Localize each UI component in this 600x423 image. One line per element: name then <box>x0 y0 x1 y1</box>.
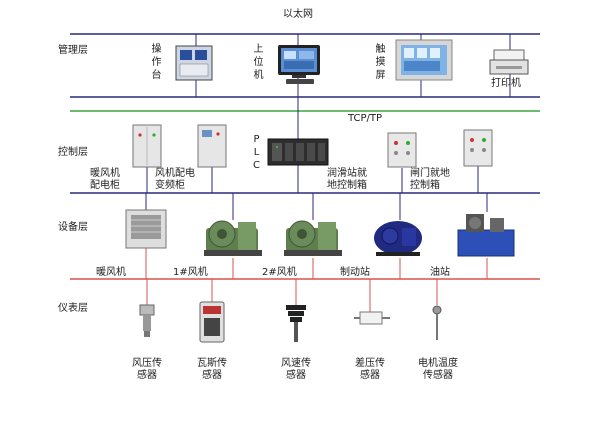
brake-station-label: 制动站 <box>340 267 370 278</box>
layer-label-device: 设备层 <box>58 222 88 233</box>
fan-2-label: 2#风机 <box>262 267 297 278</box>
console-label: 操 作 台 <box>151 44 162 81</box>
lube-control-box-icon <box>387 132 417 168</box>
fan-inverter-label: 风机配电 变频柜 <box>155 168 195 191</box>
wind-speed-sensor-label: 风速传 感器 <box>281 358 311 381</box>
oil-station-icon <box>457 214 515 257</box>
printer-label: 打印机 <box>491 78 521 89</box>
plc-icon <box>267 138 329 166</box>
heater-cabinet-label: 暖风机 配电柜 <box>90 168 120 191</box>
diff-pressure-sensor-icon <box>354 311 390 325</box>
touch-screen-icon <box>395 39 453 81</box>
layer-label-control: 控制层 <box>58 147 88 158</box>
printer-icon <box>489 49 529 75</box>
heater-label: 暖风机 <box>96 267 126 278</box>
plc-label: P L C <box>253 134 260 171</box>
brake-station-icon <box>374 221 422 256</box>
heater-icon <box>125 209 167 249</box>
gas-sensor-label: 瓦斯传 感器 <box>197 358 227 381</box>
layer-label-management: 管理层 <box>58 45 88 56</box>
heater-cabinet-icon <box>132 124 162 168</box>
air-pressure-sensor-label: 风压传 感器 <box>132 358 162 381</box>
fan-inverter-cabinet-icon <box>197 124 227 168</box>
motor-temp-sensor-label: 电机温度 传感器 <box>418 358 458 381</box>
wind-speed-sensor-icon <box>286 305 306 342</box>
fan-1-icon <box>204 220 262 256</box>
host-label: 上 位 机 <box>253 44 264 81</box>
console-icon <box>175 45 213 81</box>
fan-1-label: 1#风机 <box>173 267 208 278</box>
fan-2-icon <box>284 220 342 256</box>
touch-screen-label: 触 摸 屏 <box>375 44 386 81</box>
motor-temp-sensor-icon <box>432 305 442 340</box>
host-computer-icon <box>278 45 320 84</box>
tcpip-label: TCP/TP <box>348 113 383 124</box>
gate-box-label: 闸门就地 控制箱 <box>410 168 450 191</box>
ethernet-label: 以太网 <box>283 9 313 20</box>
layer-label-instrument: 仪表层 <box>58 303 88 314</box>
gas-sensor-icon <box>199 301 225 343</box>
lube-box-label: 润滑站就 地控制箱 <box>327 168 367 191</box>
oil-station-label: 油站 <box>430 267 450 278</box>
gate-control-box-icon <box>463 129 493 167</box>
diff-pressure-sensor-label: 差压传 感器 <box>355 358 385 381</box>
air-pressure-sensor-icon <box>139 304 155 337</box>
